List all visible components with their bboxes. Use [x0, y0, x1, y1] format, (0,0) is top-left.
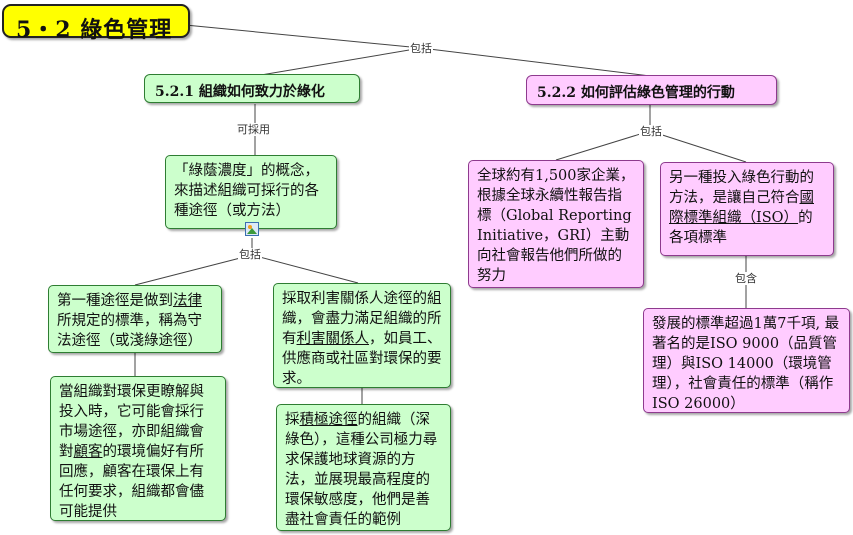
concept-node-shades-of-green[interactable]: 「綠蔭濃度」的概念，來描述組織可採行的各種途徑（或方法）: [165, 155, 337, 229]
gri-node[interactable]: 全球約有1,500家企業，根據全球永續性報告指標（Global Reportin…: [468, 160, 644, 288]
activist-approach-text-a: 採: [285, 412, 300, 428]
link-label-right: 包括: [639, 125, 663, 138]
stakeholder-approach-text-a: 採取利害關係人途徑的組織，會盡力滿足組織的所有: [282, 291, 442, 347]
legal-approach-node[interactable]: 第一種途徑是做到法律所規定的標準，稱為守法途徑（或淺綠途徑）: [48, 285, 222, 353]
legal-approach-text-a: 第一種途徑是做到: [57, 293, 173, 309]
iso-node[interactable]: 另一種投入綠色行動的方法，是讓自己符合國際標準組織（ISO）的各項標準: [660, 162, 834, 256]
link-label-mid: 包括: [238, 248, 262, 261]
iso-detail-node[interactable]: 發展的標準超過1萬7千項, 最著名的是ISO 9000（品質管理）與ISO 14…: [643, 308, 850, 413]
title-node[interactable]: 5・2 綠色管理: [2, 4, 190, 43]
stakeholder-approach-text-b: ，如員工、供應商或社區對環保的要求。: [282, 331, 442, 387]
iso-underlined: 國際標準組織（ISO）: [669, 190, 814, 226]
legal-approach-underlined: 法律: [173, 293, 202, 309]
iso-text-b: 的各項標準: [669, 210, 813, 246]
link-label-top: 包括: [409, 42, 433, 55]
market-approach-underlined: 顧客: [73, 444, 103, 460]
market-approach-text-a: 當組織對環保更瞭解與投入時，它可能會採行市場途徑，亦即組織會對: [59, 384, 204, 460]
stakeholder-approach-node[interactable]: 採取利害關係人途徑的組織，會盡力滿足組織的所有利害關係人，如員工、供應商或社區對…: [273, 283, 451, 388]
branch-header-evaluate-green-actions[interactable]: 5.2.2 如何評估綠色管理的行動: [526, 75, 777, 105]
branch-header-organization-greening[interactable]: 5.2.1 組織如何致力於綠化: [144, 74, 360, 103]
activist-approach-underlined: 積極途徑: [299, 412, 358, 428]
image-icon[interactable]: [245, 222, 259, 236]
stakeholder-approach-underlined: 利害關係人: [296, 331, 370, 347]
market-approach-text-b: 的環境偏好有所回應，顧客在環保上有任何要求，組織都會儘可能提供: [59, 444, 204, 520]
link-label-right-sub: 包含: [734, 272, 758, 285]
activist-approach-node[interactable]: 採積極途徑的組織（深綠色），這種公司極力尋求保護地球資源的方法，並展現最高程度的…: [276, 404, 451, 531]
market-approach-node[interactable]: 當組織對環保更瞭解與投入時，它可能會採行市場途徑，亦即組織會對顧客的環境偏好有所…: [50, 376, 226, 521]
activist-approach-text-b: 的組織（深綠色），這種公司極力尋求保護地球資源的方法，並展現最高程度的環保敏感度…: [285, 412, 438, 528]
link-label-left: 可採用: [236, 123, 271, 136]
legal-approach-text-b: 所規定的標準，稱為守法途徑（或淺綠途徑）: [57, 313, 202, 349]
iso-text-a: 另一種投入綠色行動的方法，是讓自己符合: [669, 170, 814, 206]
